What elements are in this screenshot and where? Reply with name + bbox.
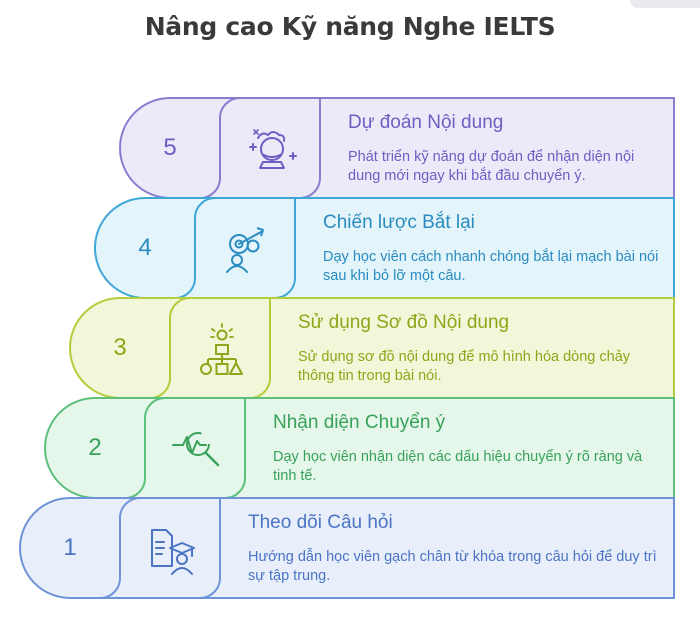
step-5-title: Dự đoán Nội dung [348,112,504,133]
window-corner [630,0,700,8]
student-document-icon [142,518,202,578]
step-4-description: Dạy học viên cách nhanh chóng bắt lại mạ… [323,249,659,284]
step-4-title: Chiến lược Bắt lại [323,212,475,233]
page-title: Nâng cao Kỹ năng Nghe IELTS [144,12,556,41]
step-4 [94,197,675,299]
step-2-description: Dạy học viên nhận diện các dấu hiệu chuy… [273,449,643,484]
step-3-number: 3 [113,334,127,361]
signal-magnifier-icon [167,418,227,478]
target-person-icon [217,218,277,278]
crystal-ball-icon [242,118,302,178]
flowchart-icon [192,318,252,378]
step-2-number: 2 [88,434,102,461]
step-1-title: Theo dõi Câu hỏi [248,512,393,533]
step-5-number: 5 [163,134,177,161]
step-4-number: 4 [138,234,152,261]
step-2-title: Nhận diện Chuyển ý [273,412,446,433]
step-2 [44,397,675,499]
step-5-description: Phát triển kỹ năng dự đoán để nhận diện … [348,149,635,184]
step-1-description: Hướng dẫn học viên gạch chân từ khóa tro… [248,549,657,584]
step-2-icon-tab [126,397,246,499]
step-4-icon-tab [176,197,296,299]
step-3-title: Sử dụng Sơ đồ Nội dung [298,312,510,333]
step-1-number: 1 [63,534,77,561]
step-3-description: Sử dụng sơ đồ nội dung để mô hình hóa dò… [298,349,631,384]
